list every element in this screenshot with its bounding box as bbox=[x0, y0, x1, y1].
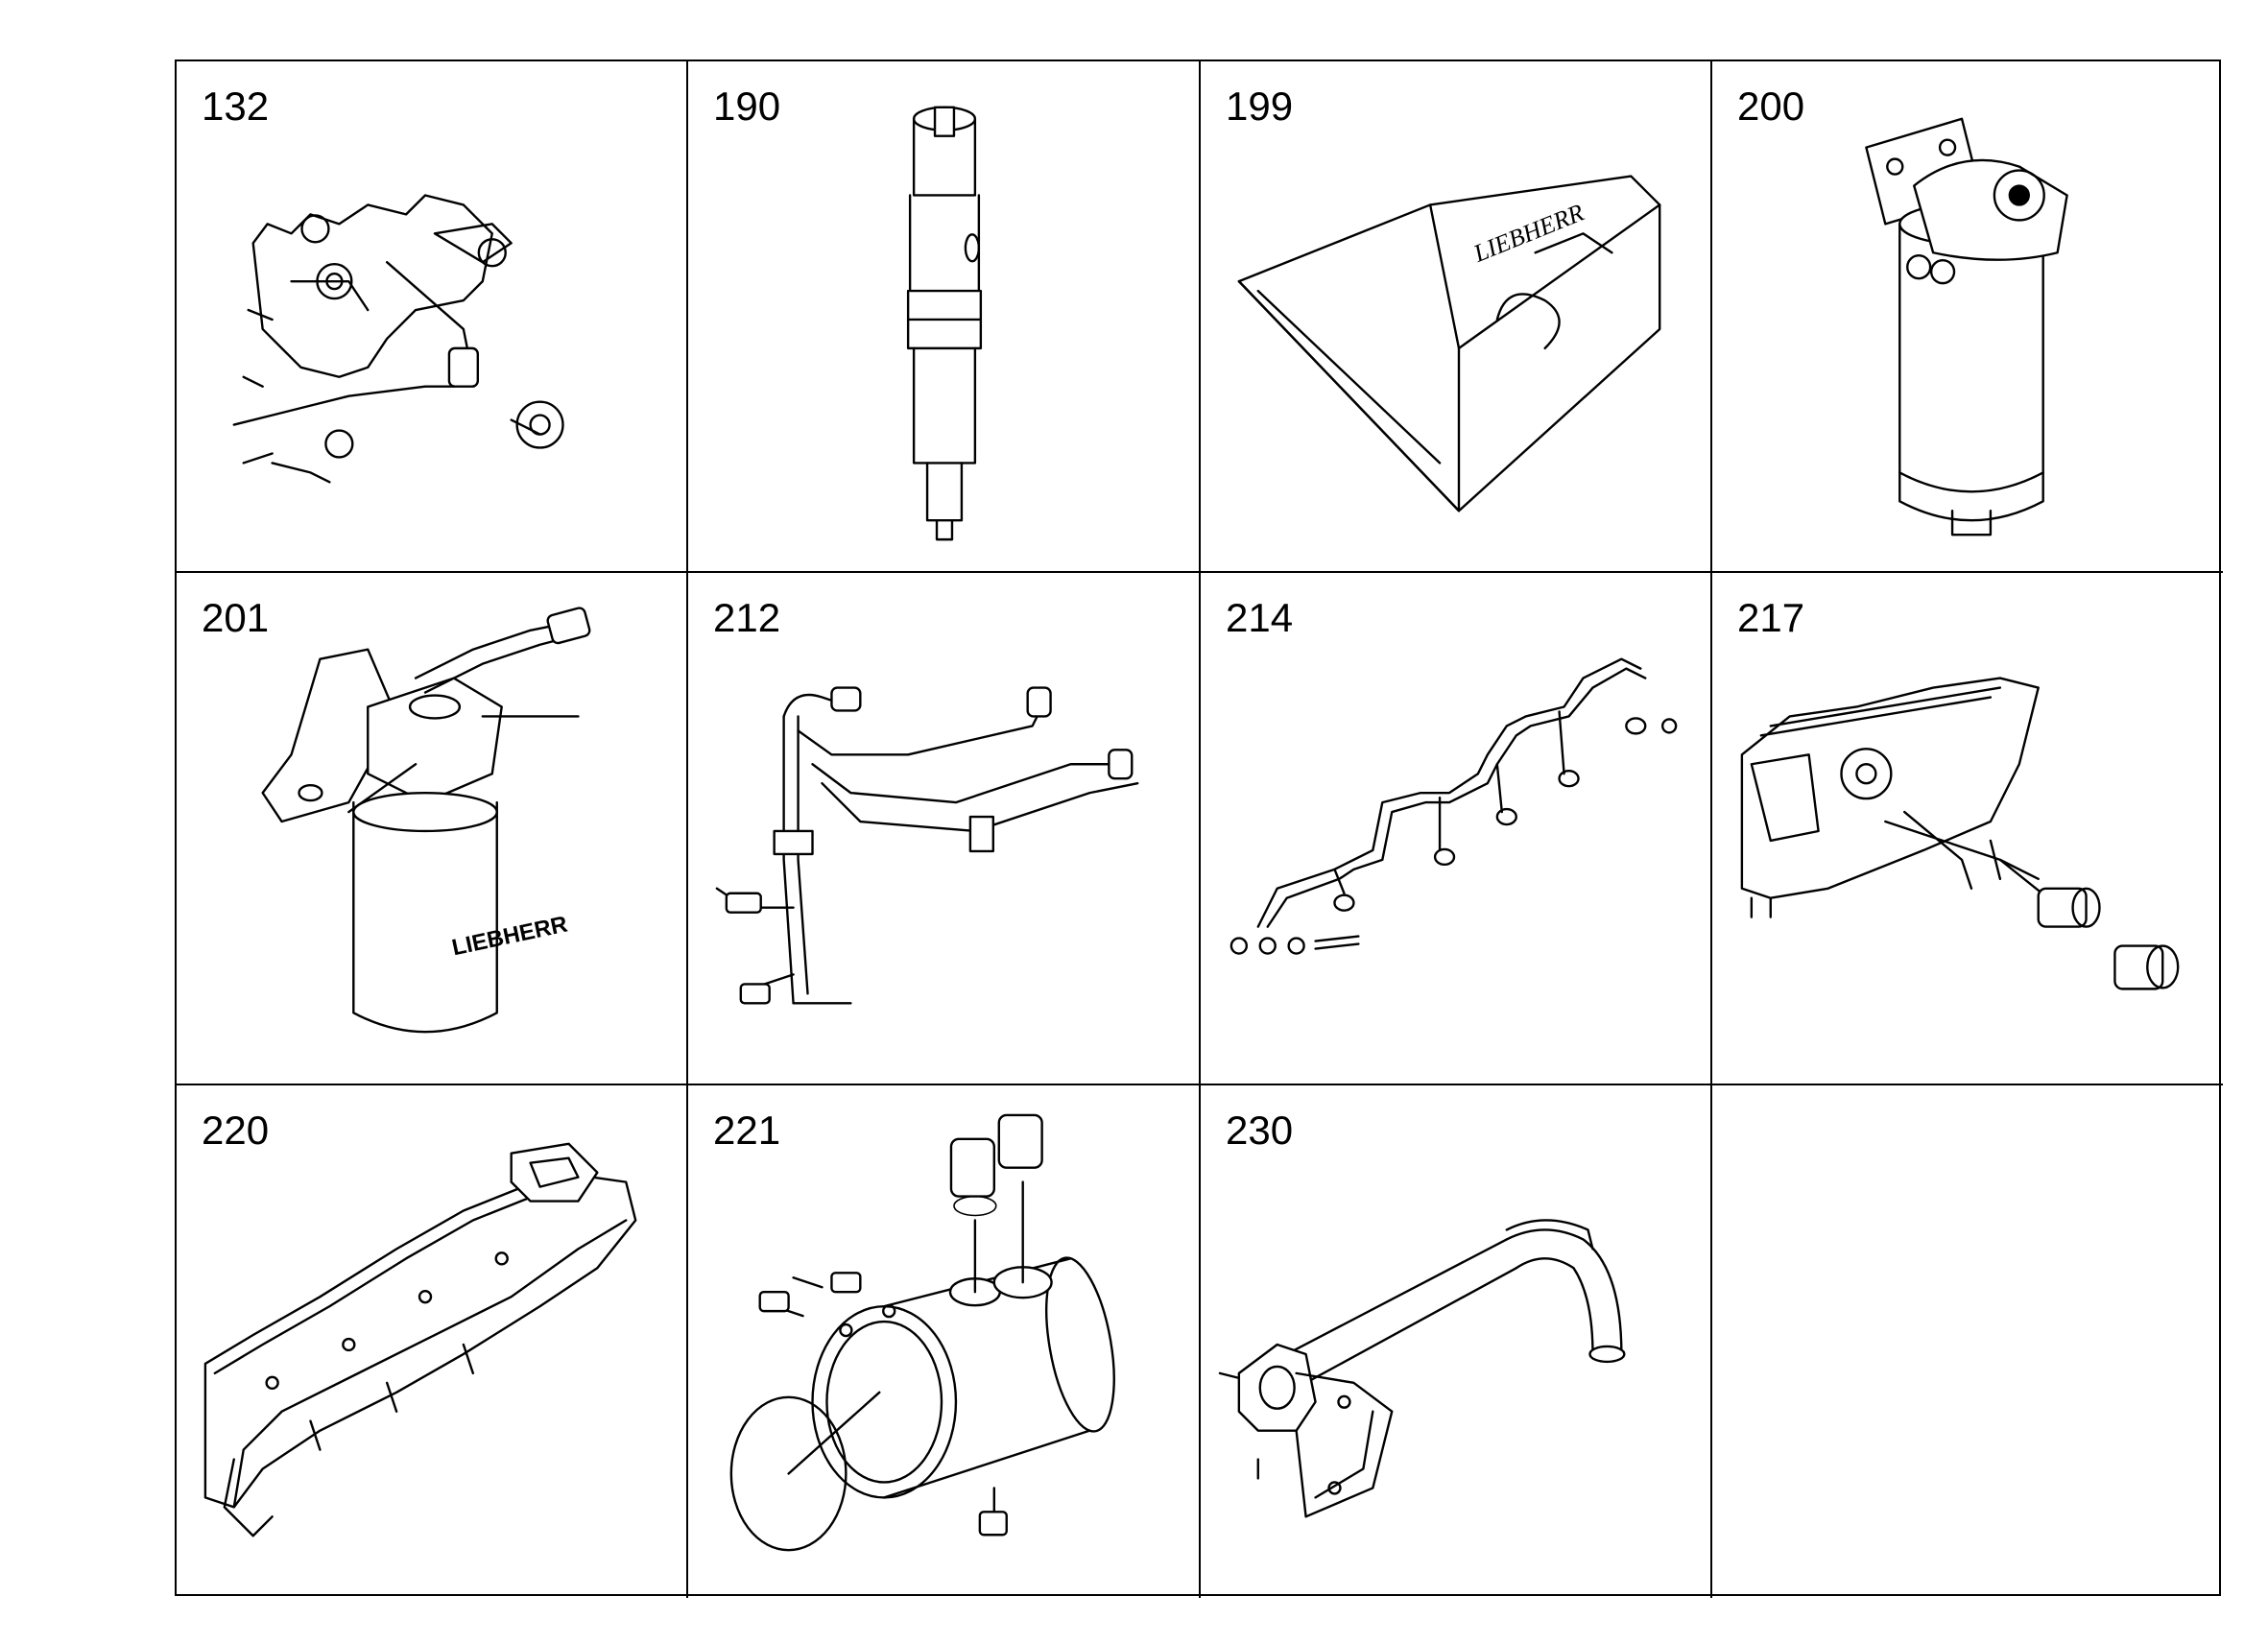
brand-label: LIEBHERR bbox=[450, 912, 570, 962]
injector-icon bbox=[906, 106, 983, 541]
part-number: 217 bbox=[1737, 595, 1805, 640]
part-number: 230 bbox=[1226, 1108, 1294, 1153]
part-number: 200 bbox=[1737, 83, 1805, 129]
pipe-housing-icon bbox=[729, 1113, 1115, 1552]
parts-box-icon: LIEBHERR bbox=[1237, 175, 1661, 512]
box-text: LIEBHERR bbox=[1468, 199, 1588, 269]
part-number: 212 bbox=[713, 595, 781, 640]
part-number: 199 bbox=[1226, 83, 1294, 129]
part-cell-132[interactable]: 132 bbox=[177, 61, 688, 573]
part-number: 201 bbox=[202, 595, 270, 640]
empty-cell bbox=[1712, 1085, 2223, 1598]
fuel-lines-icon bbox=[715, 686, 1139, 1005]
intake-manifold-icon bbox=[203, 1142, 637, 1537]
part-number: 214 bbox=[1226, 595, 1294, 640]
parts-grid: 132 190 bbox=[175, 60, 2223, 1598]
engine-block-plug-icon bbox=[232, 194, 564, 484]
part-cell-217[interactable]: 217 bbox=[1712, 573, 2223, 1085]
engine-fittings-icon bbox=[1740, 677, 2180, 990]
fuel-filter-icon bbox=[1865, 117, 2068, 536]
part-number: 132 bbox=[202, 83, 270, 129]
part-cell-230[interactable]: 230 bbox=[1201, 1085, 1712, 1598]
exhaust-pipe-icon bbox=[1218, 1219, 1626, 1518]
part-number: 220 bbox=[202, 1108, 270, 1153]
part-cell-201[interactable]: 201 LIEBHERR bbox=[177, 573, 688, 1085]
part-cell-200[interactable]: 200 bbox=[1712, 61, 2223, 573]
part-cell-220[interactable]: 220 bbox=[177, 1085, 688, 1598]
injection-lines-icon bbox=[1229, 657, 1678, 955]
part-number: 221 bbox=[713, 1108, 781, 1153]
part-number: 190 bbox=[713, 83, 781, 129]
part-cell-214[interactable]: 214 bbox=[1201, 573, 1712, 1085]
part-cell-190[interactable]: 190 bbox=[688, 61, 1201, 573]
part-cell-221[interactable]: 221 bbox=[688, 1085, 1201, 1598]
part-cell-199[interactable]: 199 LIEBHERR bbox=[1201, 61, 1712, 573]
filter-housing-icon: LIEBHERR bbox=[261, 607, 591, 1034]
part-cell-212[interactable]: 212 bbox=[688, 573, 1201, 1085]
